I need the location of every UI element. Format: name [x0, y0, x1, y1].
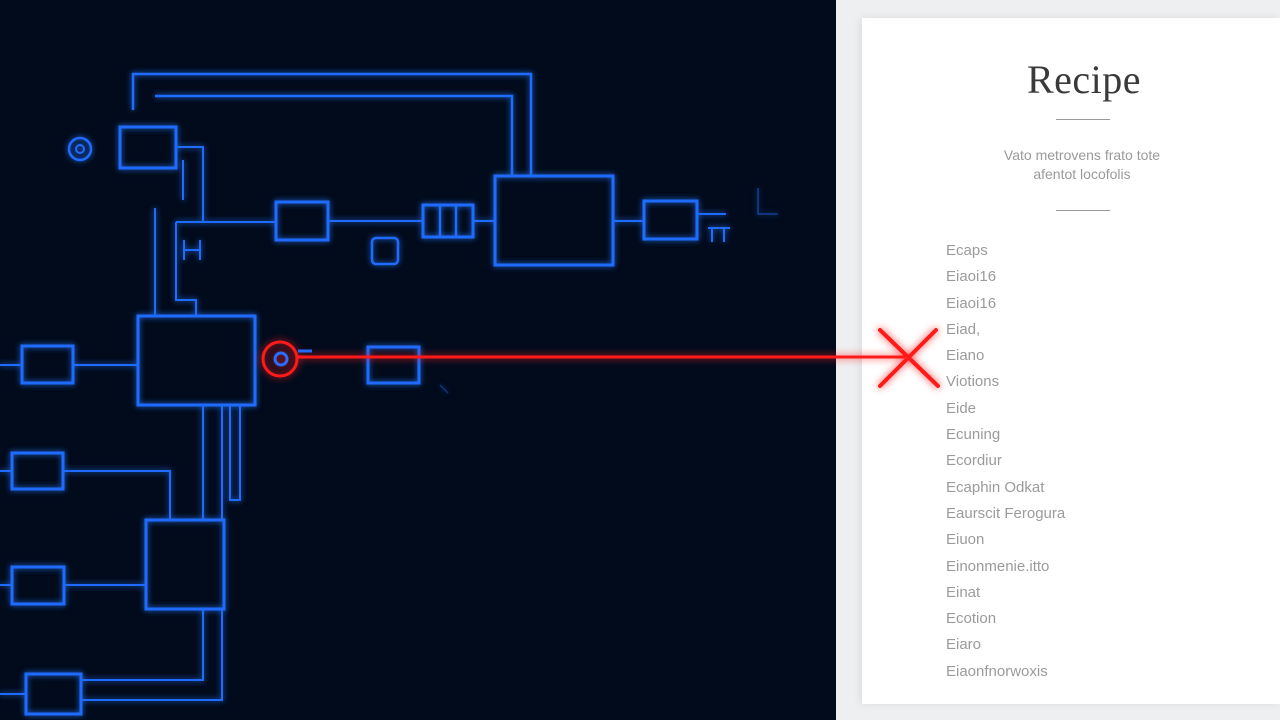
ingredient-item: Eide: [946, 399, 977, 417]
recipe-card: Recipe Vato metrovens frato tote afentot…: [862, 18, 1280, 704]
capacitor-box: [421, 203, 475, 239]
faint-symbol: [757, 188, 778, 215]
terminal-dot: [75, 144, 85, 154]
recipe-title: Recipe: [1026, 57, 1142, 102]
component-box: [366, 345, 421, 385]
wire: [229, 405, 241, 501]
recipe-subtitle: Vato metrovens frato tote afentot locofo…: [1003, 147, 1161, 182]
wire: [131, 72, 533, 176]
wire: [82, 609, 223, 701]
component-box-large: [136, 314, 257, 407]
ingredient-item: Eiaro: [946, 636, 982, 654]
wire: [175, 222, 197, 316]
component-box: [10, 565, 66, 606]
capacitor-plates: [438, 205, 458, 237]
ingredient-item: Viotions: [946, 373, 1000, 391]
component-box: [642, 199, 699, 241]
component-box-large: [493, 174, 615, 267]
wire: [155, 94, 514, 176]
ingredient-item: Ecuning: [946, 426, 1001, 444]
ingredient-item: Ecaphin Odkat: [946, 478, 1045, 496]
ingredient-item: Ecordiur: [946, 452, 1002, 470]
ingredient-item: Einonmenie.itto: [946, 557, 1050, 575]
ingredient-item: Ecotion: [946, 610, 997, 628]
component-box: [10, 451, 65, 491]
wire: [82, 609, 204, 681]
ingredient-item: Einat: [946, 583, 981, 601]
ingredient-item: Eiaoi16: [946, 294, 997, 312]
wire: [176, 146, 204, 222]
component-symbol: [183, 240, 201, 260]
ingredient-item: Eiaonfnorwoxis: [946, 662, 1048, 680]
component-box: [370, 236, 400, 266]
ingredient-item: Ecaps: [946, 242, 988, 259]
component-box: [274, 200, 330, 242]
component-box-large: [144, 518, 226, 611]
subtitle-divider: [1056, 210, 1110, 211]
ingredient-item: Eiuon: [946, 531, 985, 549]
component-box: [24, 672, 83, 716]
wire: [63, 470, 171, 520]
component-box: [118, 125, 178, 170]
ingredient-item: Eiano: [946, 347, 985, 365]
ingredient-item: Eiaoi16: [946, 268, 997, 286]
ingredient-item: Eaurscit Ferogura: [946, 504, 1066, 522]
component-symbol: [708, 227, 730, 242]
faint-symbol: [439, 384, 449, 394]
title-divider: [1056, 119, 1110, 120]
component-box: [20, 344, 75, 385]
terminal-icon: [67, 136, 93, 162]
ingredient-item: Eiad,: [946, 320, 981, 338]
